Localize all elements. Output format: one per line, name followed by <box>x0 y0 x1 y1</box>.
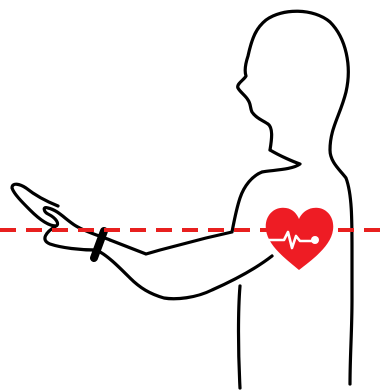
head-and-back-outline <box>238 11 352 384</box>
torso-front-outline <box>239 286 241 388</box>
heart-pulse-icon <box>266 208 334 270</box>
arm-underside-outline <box>96 250 272 299</box>
pulse-dot <box>311 236 319 244</box>
person-outline-icon <box>12 11 352 388</box>
hand-outline <box>12 184 110 250</box>
